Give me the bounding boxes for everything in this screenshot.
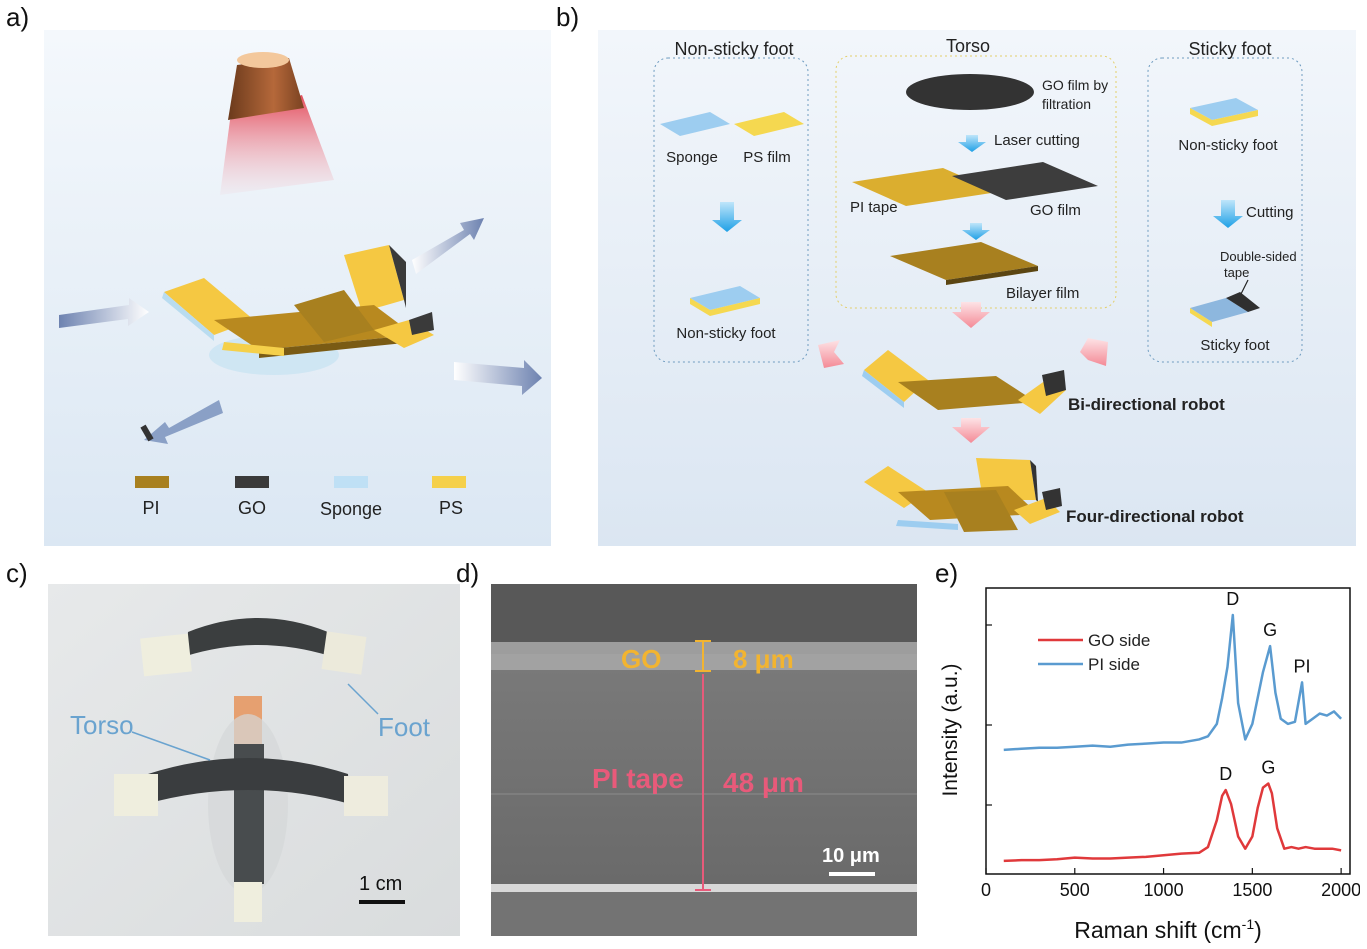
chart-legend: GO side PI side [1038, 631, 1150, 674]
pi-tape-label: PI tape [850, 199, 898, 216]
arrow-left-icon [59, 298, 149, 328]
sticky-box [1147, 57, 1303, 363]
double-sided-label: Double-sided [1220, 249, 1297, 264]
scale-bar [359, 900, 405, 904]
svg-text:filtration: filtration [1042, 96, 1091, 112]
go-film-disc [906, 74, 1034, 110]
ps-film-layer [734, 112, 804, 136]
legend-a: PI GO Sponge PS [135, 476, 466, 519]
x-tick-label: 0 [981, 880, 991, 900]
bi-robot-photo [186, 618, 330, 656]
peak-label: G [1261, 758, 1275, 778]
legend-label-pi-side: PI side [1088, 655, 1140, 674]
arrow-down-icon [712, 202, 742, 232]
go-film-label: GO film [1030, 202, 1081, 219]
x-ticks: 0 500 1000 1500 2000 [981, 624, 1360, 900]
panel-d-sem: GO 8 μm PI tape 48 μm 10 μm [491, 584, 917, 936]
arrow-down-icon [958, 135, 986, 152]
arrow-right-icon [454, 360, 542, 395]
sticky-title: Sticky foot [1188, 39, 1271, 59]
x-tick-label: 2000 [1321, 880, 1360, 900]
pi-thickness-label: 48 μm [723, 767, 804, 798]
legend-label-sponge: Sponge [320, 499, 382, 519]
panel-label-a: a) [6, 2, 30, 32]
arrow-down-icon [962, 223, 990, 240]
go-label: GO [621, 644, 661, 674]
peak-labels: D G PI D G [1219, 589, 1310, 784]
arrow-down-left-icon [140, 400, 223, 444]
legend-swatch-ps [432, 476, 466, 488]
pink-arrow-down-icon [952, 302, 990, 328]
legend-label-go: GO [238, 498, 266, 518]
panel-c-photo: Torso Foot 1 cm [48, 584, 460, 936]
sem-scale-label: 10 μm [822, 845, 880, 867]
peak-label: PI [1294, 656, 1311, 676]
series-line-pi-side [1003, 613, 1343, 752]
go-thickness-label: 8 μm [733, 644, 794, 674]
legend-label-go-side: GO side [1088, 631, 1150, 650]
sticky-nonsticky-label: Non-sticky foot [1178, 137, 1278, 154]
panel-label-e: e) [935, 558, 959, 588]
plot-frame [985, 587, 1351, 875]
x-tick-label: 1500 [1232, 880, 1272, 900]
series-group [1003, 613, 1343, 863]
legend-swatch-sponge [334, 476, 368, 488]
go-film-strip [952, 162, 1098, 200]
panel-a-illustration: PI GO Sponge PS [44, 30, 551, 546]
peak-label: D [1226, 589, 1239, 609]
scale-bar-label: 1 cm [359, 873, 402, 895]
go-filtration-label: GO film by [1042, 77, 1108, 93]
nonsticky-foot-label: Non-sticky foot [676, 325, 776, 342]
pi-label: PI tape [592, 763, 684, 794]
y-axis-label: Intensity (a.u.) [939, 663, 962, 796]
bi-robot-label: Bi-directional robot [1068, 395, 1225, 414]
torso-label: Torso [70, 710, 134, 740]
arrow-up-right-icon [412, 218, 484, 274]
x-tick-label: 1000 [1144, 880, 1184, 900]
pink-arrow-right-icon [818, 340, 844, 368]
nonsticky-box [653, 57, 809, 363]
nonsticky-title: Non-sticky foot [674, 39, 793, 59]
pink-arrow-left-icon [1080, 338, 1108, 366]
sponge-layer [660, 112, 730, 136]
bilayer-film [890, 242, 1038, 280]
bilayer-label: Bilayer film [1006, 285, 1079, 302]
legend-swatch-pi [135, 476, 169, 488]
foot-pointer-line [347, 683, 379, 715]
four-robot-photo [146, 758, 350, 804]
laser-beam [220, 95, 334, 195]
sem-scale-bar [829, 872, 875, 876]
legend-label-pi: PI [142, 498, 159, 518]
panel-label-b: b) [556, 2, 580, 32]
x-tick-label: 500 [1060, 880, 1090, 900]
peak-label: D [1219, 764, 1232, 784]
pink-arrow-down-icon [952, 418, 990, 443]
panel-label-d: d) [456, 558, 480, 588]
sponge-label: Sponge [666, 149, 718, 166]
laser-cutting-label: Laser cutting [994, 132, 1080, 149]
legend-swatch-go [235, 476, 269, 488]
four-directional-robot-b [864, 458, 1062, 532]
four-robot-label: Four-directional robot [1066, 507, 1244, 526]
ps-film-label: PS film [743, 149, 791, 166]
x-axis-label: Raman shift (cm-1) [1074, 916, 1262, 943]
arrow-down-icon [1213, 200, 1243, 228]
four-directional-robot [162, 245, 434, 375]
torso-pointer-line [131, 731, 211, 761]
panel-label-c: c) [6, 558, 28, 588]
torso-title: Torso [946, 36, 990, 56]
light-source-icon [228, 52, 304, 120]
foot-label: Foot [378, 712, 431, 742]
panel-b-fabrication-scheme: Non-sticky foot Torso Sticky foot Sponge… [598, 30, 1356, 546]
legend-label-ps: PS [439, 498, 463, 518]
bi-directional-robot [862, 350, 1066, 414]
series-line-go-side [1003, 782, 1342, 863]
sticky-foot-label: Sticky foot [1200, 337, 1270, 354]
cutting-label: Cutting [1246, 204, 1294, 221]
peak-label: G [1263, 620, 1277, 640]
svg-text:tape: tape [1224, 265, 1249, 280]
